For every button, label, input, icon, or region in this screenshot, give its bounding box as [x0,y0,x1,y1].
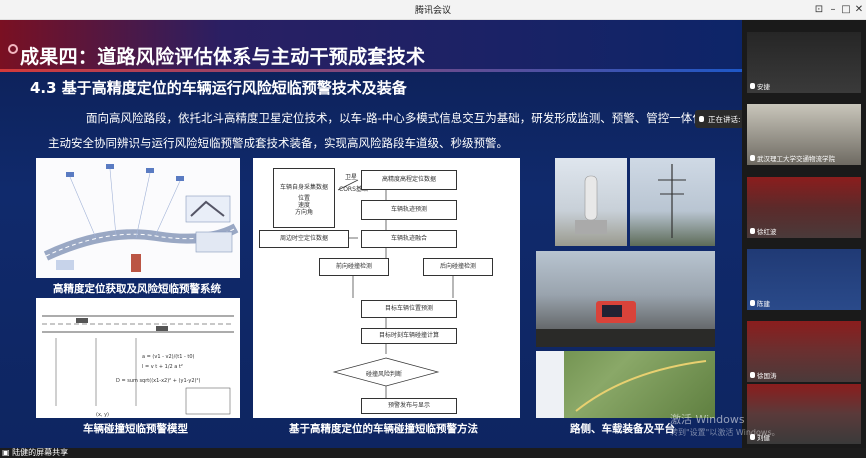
caption-positioning: 高精度定位获取及风险短临预警系统 [53,283,221,295]
mic-icon [750,228,755,234]
slide-subtitle: 4.3 基于高精度定位的车辆运行风险短临预警技术及装备 [30,79,407,97]
participant-tile[interactable]: 武汉理工大学交通物流学院 [747,104,861,165]
participant-name-row: 陈建 [750,298,770,308]
fc-vehicle-data-label: 车辆自身采集数据 [279,183,328,191]
fc-box-position-predict: 目标车辆位置预测 [361,300,457,318]
decorative-ring-icon [8,44,18,54]
participant-sidebar: 安捷 武汉理工大学交通物流学院 徐红波 陈建 徐国涛 [742,20,866,448]
fc-satellite-label: 卫星 [345,174,358,181]
fc-box-forward-detect: 前向碰撞检测 [319,258,389,276]
participant-name: 武汉理工大学交通物流学院 [757,155,835,163]
fc-box-trajectory-fuse: 车辆轨迹融合 [361,230,457,248]
fc-vehicle-data-box: 车辆自身采集数据 位置 速度 方向角 [273,168,335,228]
fc-box-collision-calc: 目标时刻车辆碰撞计算 [361,328,457,344]
screen-share-label[interactable]: ▣ 陆健的屏幕共享 [2,448,68,458]
caption-equipment: 路侧、车载装备及平台 [570,423,675,435]
mic-icon [750,83,755,89]
activation-watermark: 激活 Windows [670,413,745,426]
fc-box-backward-detect: 后向碰撞检测 [423,258,493,276]
mic-icon [750,372,755,378]
fc-box-trajectory-predict: 车辆轨迹预测 [361,200,457,220]
fc-box-warning-publish: 预警发布与显示 [361,398,457,414]
participant-name-row: 安捷 [750,81,770,91]
participant-name-row: 徐红波 [750,226,777,236]
mic-icon [699,116,704,122]
caption-method: 基于高精度定位的车辆碰撞短临预警方法 [289,423,478,435]
mic-icon [750,155,755,161]
window-title: 腾讯会议 [414,6,451,16]
participant-name: 徐国涛 [757,372,777,380]
slide-paragraph: 面向高风险路段，依托北斗高精度卫星定位技术，以车-路-中心多模式信息交互为基础，… [48,111,727,150]
collision-model-diagram: a = (v1 - v2)/(t1 - t0) l = v t + 1/2 a … [36,298,240,418]
slide-header [0,20,742,72]
collision-method-flowchart: 车辆自身采集数据 位置 速度 方向角 卫星 CORS基站 高精度高程定位数据 车… [253,158,520,418]
maximize-button[interactable]: □ [841,4,851,15]
participant-tile[interactable]: 徐国涛 [747,321,861,382]
vehicle-device-photo [536,251,715,347]
slide-title: 成果四：道路风险评估体系与主动干预成套技术 [20,46,426,68]
svg-text:D = sum sqrt((x1-x2)² + (y1-y2: D = sum sqrt((x1-x2)² + (y1-y2)²) [116,378,200,384]
svg-text:(x, y): (x, y) [96,412,109,418]
participant-name-row: 武汉理工大学交通物流学院 [750,153,835,163]
screen-share-text: 陆健的屏幕共享 [12,448,69,457]
mic-icon [750,300,755,306]
participant-name: 安捷 [757,83,770,91]
close-button[interactable]: ✕ [854,4,864,15]
caption-model: 车辆碰撞短临预警模型 [83,423,188,435]
platform-map-screenshot [536,351,715,418]
bottom-status-bar [0,448,866,458]
participant-name: 陈建 [757,300,770,308]
mic-icon [750,434,755,440]
participant-tile[interactable]: 安捷 [747,32,861,93]
fc-data-item: 位置 [297,194,310,202]
shared-slide: 成果四：道路风险评估体系与主动干预成套技术 4.3 基于高精度定位的车辆运行风险… [0,20,742,448]
participant-name: 刘健 [757,434,770,442]
pin-icon[interactable]: ⊡ [814,4,824,15]
fc-cors-label: CORS基站 [339,186,368,193]
participant-name: 徐红波 [757,228,777,236]
svg-text:a = (v1 - v2)/(t1 - t0): a = (v1 - v2)/(t1 - t0) [142,354,194,360]
roadside-unit-photo [555,158,627,246]
title-bar: 腾讯会议 ⊡ – □ ✕ [0,0,866,20]
participant-tile[interactable]: 徐红波 [747,177,861,238]
participant-name-row: 刘健 [750,432,770,442]
fc-data-item: 方向角 [294,209,313,217]
participant-name-row: 徐国涛 [750,370,777,380]
antenna-mast-photo [630,158,715,246]
speaking-label: 正在讲话: [708,114,741,124]
fc-box-positioning: 高精度高程定位数据 [361,170,457,190]
participant-tile[interactable]: 刘健 [747,384,861,444]
activation-watermark-hint: 转到"设置"以激活 Windows。 [670,428,780,437]
fc-diamond-label: 碰撞风险判断 [366,371,403,378]
positioning-system-diagram [36,158,240,278]
participant-tile[interactable]: 陈建 [747,249,861,310]
fc-data-item: 速度 [297,202,310,209]
screen-share-icon: ▣ [2,448,13,457]
svg-text:l = v t + 1/2 a t²: l = v t + 1/2 a t² [142,364,183,370]
minimize-button[interactable]: – [830,4,836,15]
fc-box-surrounding-data: 周边时空定位数据 [259,230,349,248]
